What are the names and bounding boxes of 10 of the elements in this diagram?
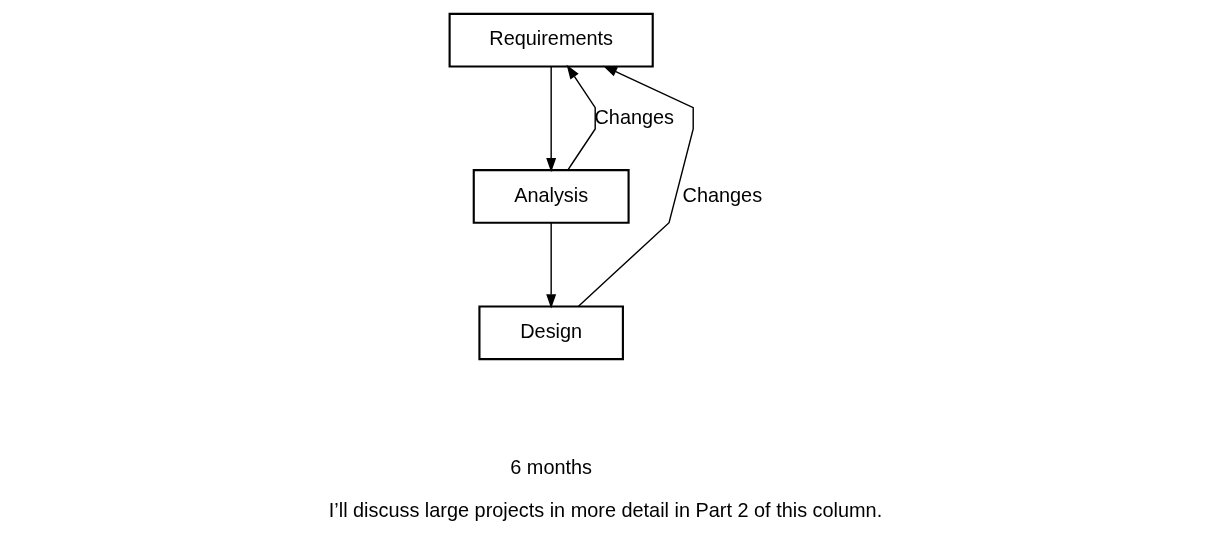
label: 6 months bbox=[510, 456, 593, 479]
arrow bbox=[546, 66, 557, 173]
node-box: Analysis bbox=[472, 169, 630, 224]
node-box: Requirements bbox=[448, 12, 654, 68]
arrow bbox=[546, 222, 557, 309]
edge-label: Changes bbox=[682, 183, 763, 206]
caption: I’ll discuss large projects in more detail in Part 2 of this column. bbox=[328, 499, 883, 522]
arrow bbox=[566, 64, 596, 171]
arrow bbox=[577, 65, 694, 307]
node-box: Design bbox=[478, 305, 624, 361]
